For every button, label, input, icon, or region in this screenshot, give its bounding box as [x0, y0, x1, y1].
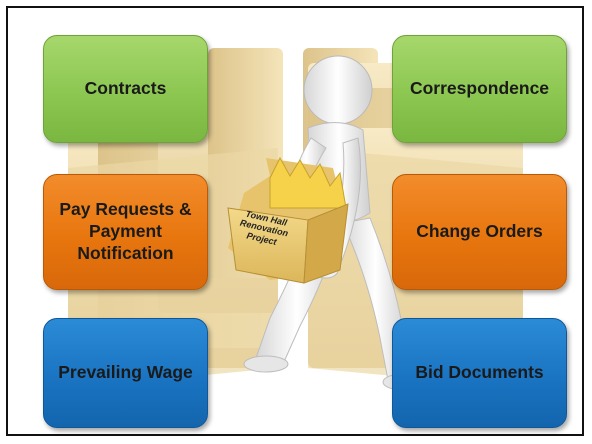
change-orders-tile[interactable]: Change Orders — [392, 174, 567, 290]
bid-documents-label: Bid Documents — [415, 362, 544, 383]
change-orders-label: Change Orders — [416, 221, 543, 242]
pay-requests-tile[interactable]: Pay Requests & Payment Notification — [43, 174, 208, 290]
project-box — [227, 156, 349, 284]
bid-documents-tile[interactable]: Bid Documents — [392, 318, 567, 428]
prevailing-wage-tile[interactable]: Prevailing Wage — [43, 318, 208, 428]
pay-requests-label: Pay Requests & Payment Notification — [59, 199, 192, 263]
contracts-label: Contracts — [84, 78, 167, 99]
contracts-tile[interactable]: Contracts — [43, 35, 208, 143]
correspondence-label: Correspondence — [409, 78, 550, 99]
slide-frame: Contracts Correspondence Pay Requests & … — [6, 6, 584, 436]
correspondence-tile[interactable]: Correspondence — [392, 35, 567, 143]
prevailing-wage-label: Prevailing Wage — [58, 362, 193, 383]
